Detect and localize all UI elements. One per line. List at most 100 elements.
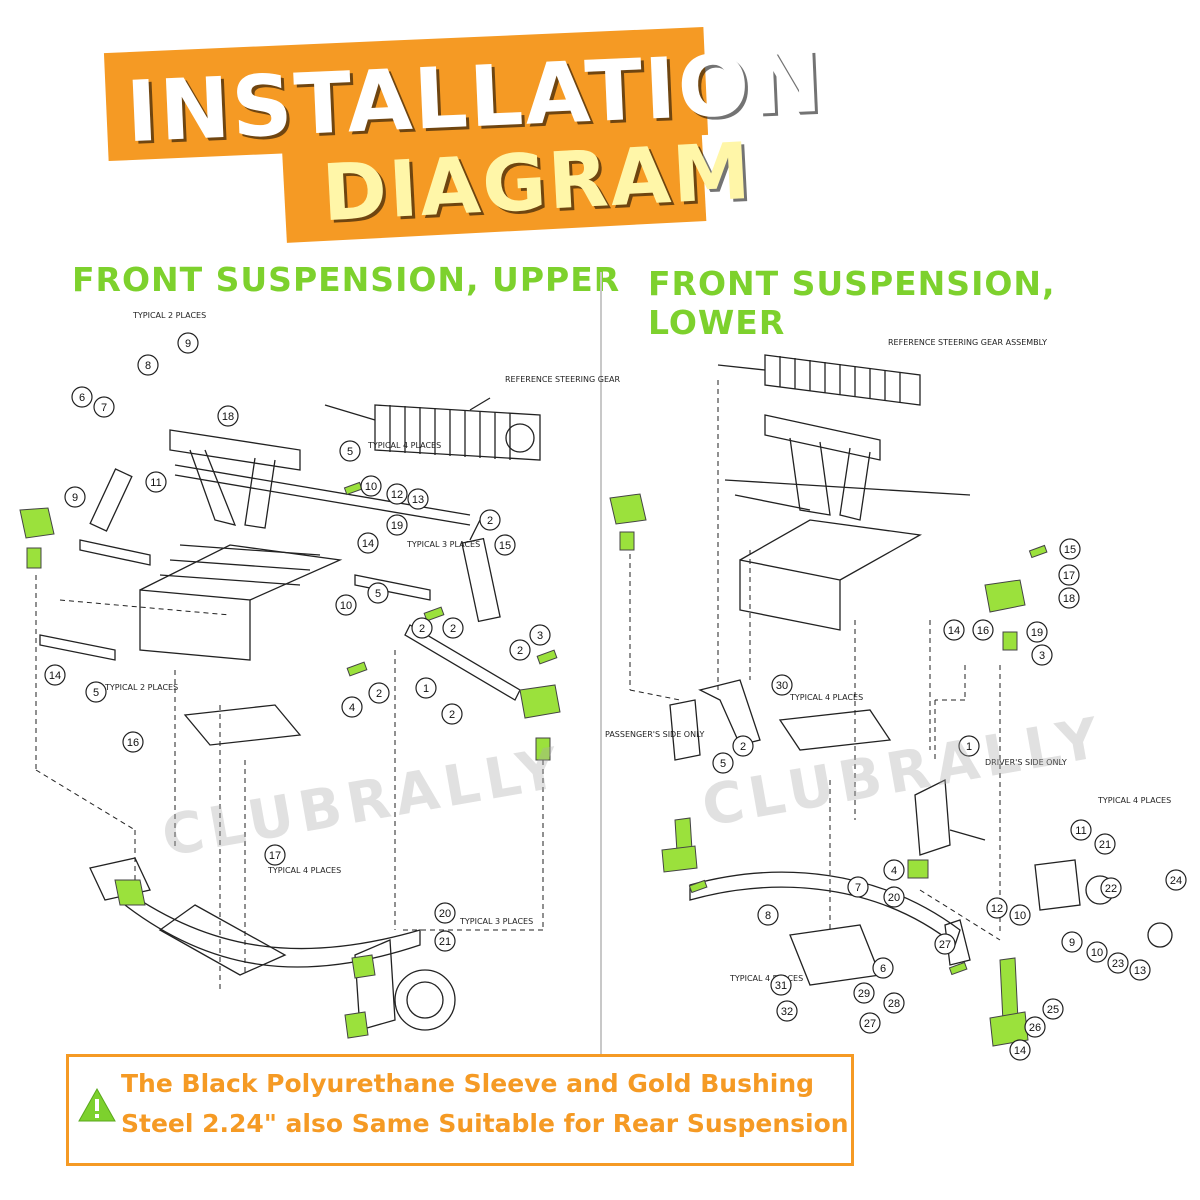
right-plate <box>778 709 892 751</box>
left-callout-number-2: 2 <box>419 623 425 635</box>
right-callout-circle-16 <box>972 619 994 641</box>
left-callout-number-5: 5 <box>93 687 99 699</box>
left-callout-circle-10 <box>335 594 357 616</box>
left-callout-number-18: 18 <box>222 411 234 423</box>
label-typical-4-places-17: TYPICAL 4 PLACES <box>267 866 341 875</box>
left-callout-circle-2 <box>479 509 501 531</box>
right-callout-number-15: 15 <box>1064 544 1076 556</box>
right-callout-number-5: 5 <box>720 758 726 770</box>
right-callout-number-25: 25 <box>1047 1004 1059 1016</box>
label-typical-4-places-11: TYPICAL 4 PLACES <box>1097 796 1171 805</box>
right-callout-number-7: 7 <box>855 882 861 894</box>
left-callout-circle-20 <box>434 902 456 924</box>
right-callout-circle-15 <box>1059 538 1081 560</box>
left-callout-circle-9 <box>177 332 199 354</box>
right-callout-number-29: 29 <box>858 988 870 1000</box>
right-callout-circle-30 <box>771 674 793 696</box>
left-callout-circle-15 <box>494 534 516 556</box>
right-callout-number-21: 21 <box>1099 839 1111 851</box>
right-callout-circle-2 <box>732 735 754 757</box>
label-typical-3-places-19: TYPICAL 3 PLACES <box>406 540 480 549</box>
right-callout-circle-20 <box>883 886 905 908</box>
right-callout-number-30: 30 <box>776 680 788 692</box>
left-callout-number-5: 5 <box>347 446 353 458</box>
right-callout-number-10: 10 <box>1014 910 1026 922</box>
right-callout-circle-21 <box>1094 833 1116 855</box>
note-box: The Black Polyurethane Sleeve and Gold B… <box>66 1054 854 1166</box>
left-callout-circle-1 <box>415 677 437 699</box>
left-callout-number-11: 11 <box>150 477 161 489</box>
left-callout-number-2: 2 <box>487 515 493 527</box>
left-callout-circle-2 <box>368 682 390 704</box>
right-callout-number-9: 9 <box>1069 937 1075 949</box>
right-callout-number-1: 1 <box>966 741 972 753</box>
right-callout-number-28: 28 <box>888 998 900 1010</box>
left-callout-number-5: 5 <box>375 588 381 600</box>
right-callout-circle-19 <box>1026 621 1048 643</box>
right-callout-circle-7 <box>847 876 869 898</box>
right-callout-number-8: 8 <box>765 910 771 922</box>
right-callout-number-16: 16 <box>977 625 989 637</box>
right-callout-circle-9 <box>1061 931 1083 953</box>
left-callout-circle-6 <box>71 386 93 408</box>
highlighted-parts <box>19 481 1048 1047</box>
label-typical-2-places-top: TYPICAL 2 PLACES <box>132 311 206 320</box>
right-callout-number-4: 4 <box>891 865 897 877</box>
left-callout-number-6: 6 <box>79 392 85 404</box>
left-callout-number-17: 17 <box>269 850 281 862</box>
right-callout-number-10: 10 <box>1091 947 1103 959</box>
left-callout-circle-2 <box>411 617 433 639</box>
label-typical-4-places-30: TYPICAL 4 PLACES <box>789 693 863 702</box>
left-callout-circle-5 <box>85 681 107 703</box>
right-callout-number-27: 27 <box>864 1018 876 1030</box>
label-reference-steering-gear: REFERENCE STEERING GEAR <box>505 375 620 384</box>
note-line-2: Steel 2.24" also Same Suitable for Rear … <box>121 1109 849 1138</box>
right-callout-number-23: 23 <box>1112 958 1124 970</box>
right-callout-number-11: 11 <box>1075 825 1086 837</box>
right-callout-circle-27 <box>934 933 956 955</box>
right-callout-circle-5 <box>712 752 734 774</box>
right-callout-circle-4 <box>883 859 905 881</box>
left-callout-circle-10 <box>360 475 382 497</box>
left-links <box>39 539 521 701</box>
right-callout-number-20: 20 <box>888 892 900 904</box>
right-callout-circle-22 <box>1100 877 1122 899</box>
right-callout-number-18: 18 <box>1063 593 1075 605</box>
left-text-labels: TYPICAL 2 PLACES REFERENCE STEERING GEAR… <box>104 311 620 926</box>
left-callout-circle-7 <box>93 396 115 418</box>
label-passengers-side-only: PASSENGER'S SIDE ONLY <box>605 730 704 739</box>
left-callout-number-14: 14 <box>49 670 61 682</box>
right-callout-number-31: 31 <box>775 980 787 992</box>
front-suspension-lower-title: FRONT SUSPENSION, LOWER <box>648 264 1056 342</box>
left-callout-circle-5 <box>367 582 389 604</box>
right-callout-number-13: 13 <box>1134 965 1146 977</box>
left-callout-circle-18 <box>217 405 239 427</box>
left-callout-circle-4 <box>341 696 363 718</box>
left-callout-number-1: 1 <box>423 683 429 695</box>
right-callout-circle-25 <box>1042 998 1064 1020</box>
left-steering-gear <box>324 397 541 461</box>
left-callout-number-3: 3 <box>537 630 543 642</box>
right-callout-circle-14 <box>1009 1039 1031 1061</box>
left-callout-circle-9 <box>64 486 86 508</box>
left-callout-circle-8 <box>137 354 159 376</box>
right-callout-number-17: 17 <box>1063 570 1075 582</box>
right-callout-circle-14 <box>943 619 965 641</box>
right-callout-number-19: 19 <box>1031 627 1043 639</box>
right-a-frame <box>724 414 971 631</box>
right-callout-circle-27 <box>859 1012 881 1034</box>
left-callout-number-4: 4 <box>349 702 355 714</box>
left-callout-number-2: 2 <box>517 645 523 657</box>
warning-icon <box>78 1087 116 1122</box>
left-callout-number-16: 16 <box>127 737 139 749</box>
right-callout-number-24: 24 <box>1170 875 1182 887</box>
left-shock-absorbers <box>89 468 501 623</box>
front-suspension-upper-title: FRONT SUSPENSION, UPPER <box>72 260 621 299</box>
left-callout-number-2: 2 <box>376 688 382 700</box>
right-callout-circle-29 <box>853 982 875 1004</box>
left-callout-circle-11 <box>145 471 167 493</box>
label-drivers-side-only: DRIVER'S SIDE ONLY <box>985 758 1067 767</box>
right-callout-circle-6 <box>872 957 894 979</box>
